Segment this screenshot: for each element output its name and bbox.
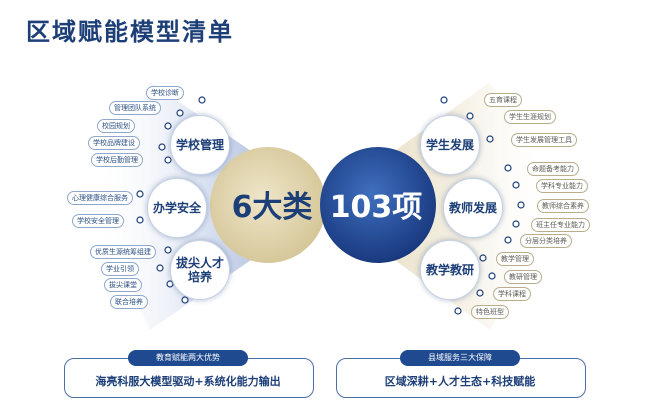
left-center-circle <box>210 147 326 263</box>
category-school-safety: 办学安全 <box>147 178 207 238</box>
item-top-classroom: 拔尖课堂 <box>104 278 142 292</box>
footer-left-label: 教育赋能两大优势 <box>128 350 248 366</box>
center-left-label: 6大类 <box>232 190 313 225</box>
right-fan <box>320 82 560 330</box>
footer-right-label: 县域服务三大保障 <box>400 350 520 366</box>
left-fan <box>90 82 330 330</box>
item-research-management: 教研管理 <box>504 270 542 284</box>
item-joint-training: 联合培养 <box>110 295 148 309</box>
item-source-students: 优质生源统筹组建 <box>90 245 156 259</box>
item-five-education: 五育课程 <box>484 93 522 107</box>
item-student-tools: 学生发展管理工具 <box>511 133 577 147</box>
item-school-diagnosis: 学校诊断 <box>146 86 184 100</box>
item-tiered-training: 分层分类培养 <box>520 234 572 248</box>
item-mental-health: 心理健康综合服务 <box>67 191 133 205</box>
item-teaching-management: 教学管理 <box>496 252 534 266</box>
item-safety-management: 学校安全管理 <box>72 214 124 228</box>
category-teaching-research: 教学教研 <box>420 240 480 300</box>
item-logistics: 学校后勤管理 <box>91 153 143 167</box>
item-management-team: 管理团队系统 <box>109 101 161 115</box>
page-title: 区域赋能模型清单 <box>26 18 234 46</box>
item-school-brand: 学校品牌建设 <box>88 136 140 150</box>
item-teacher-quality: 教师综合素养 <box>537 199 589 213</box>
footer-left-text: 海亮科服大模型驱动+系统化能力输出 <box>95 375 281 388</box>
item-special-class: 特色班型 <box>471 305 509 319</box>
item-headteacher-ability: 班主任专业能力 <box>531 218 590 232</box>
category-teacher-development: 教师发展 <box>443 178 503 238</box>
item-career-planning: 学生生涯规划 <box>504 110 556 124</box>
item-exam-ability: 命题备考能力 <box>527 162 579 176</box>
footer-right-text: 区域深耕+人才生态+科技赋能 <box>384 375 536 388</box>
item-campus-planning: 校园规划 <box>97 119 135 133</box>
category-school-management: 学校管理 <box>170 115 230 175</box>
item-subject-ability: 学科专业能力 <box>536 179 588 193</box>
item-academic-lead: 学业引领 <box>101 262 139 276</box>
item-subject-curriculum: 学科课程 <box>493 287 531 301</box>
category-student-development: 学生发展 <box>420 115 480 175</box>
center-right-label: 103项 <box>330 190 423 225</box>
category-talent-cultivation: 拔尖人才培养 <box>170 240 230 300</box>
right-center-circle <box>320 147 436 263</box>
